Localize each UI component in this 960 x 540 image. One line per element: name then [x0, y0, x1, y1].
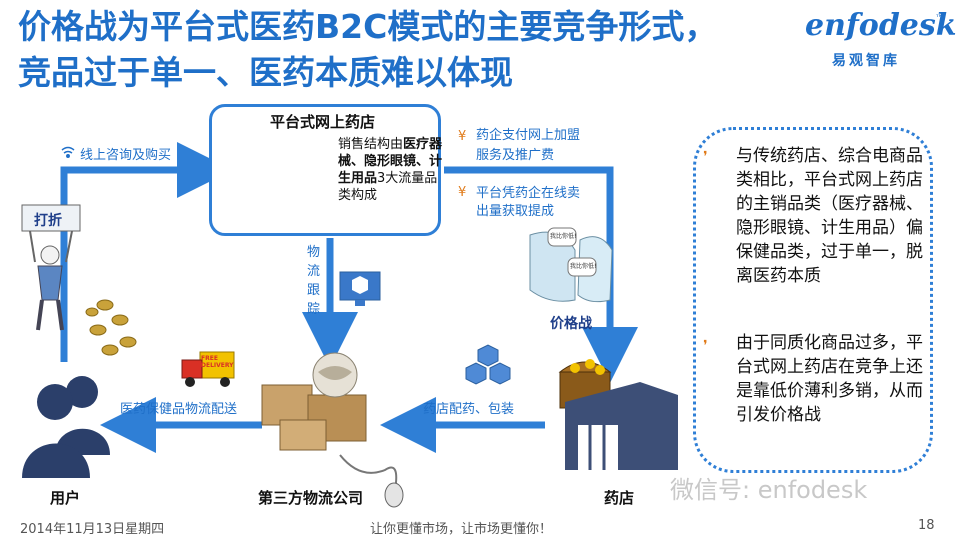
node-user: 用户: [50, 489, 81, 507]
discount-sign-text: 打折: [34, 213, 62, 229]
store-desc-post: 3大流量品类构成: [338, 171, 438, 203]
brand-trademark: ™: [935, 14, 944, 24]
discount-person-illustration: [21, 204, 81, 331]
label-pay-fee-2: 服务及推广费: [476, 148, 555, 163]
title-line-1: 价格战为平台式医药B2C模式的主要竞争形式，: [18, 7, 718, 46]
online-pharmacy-description: 销售结构由医疗器械、隐形眼镜、计生用品3大流量品类构成: [338, 136, 446, 204]
bullet-item-2: 由于同质化商品过多，平台式网上药店在竞争上还是靠低价薄利多销，从而引发价格战: [736, 333, 923, 425]
delivery-truck-icon: [181, 351, 235, 387]
online-pharmacy-box: [209, 104, 441, 236]
title-line-2: 竞品过于单一、医药本质难以体现: [18, 53, 513, 92]
brand-logo-cn: 易观智库: [832, 53, 900, 69]
online-pharmacy-title: 平台式网上药店: [270, 113, 376, 131]
bullet-mark-1: ❜: [703, 149, 708, 165]
label-platform-sell-2: 出量获取提成: [476, 204, 555, 219]
footer-date: 2014年11月13日星期四: [20, 522, 165, 537]
label-pharmacy-pack: 药店配药、包装: [423, 402, 515, 417]
package-cubes-icon: [465, 344, 511, 385]
node-logistics: 第三方物流公司: [258, 489, 364, 507]
label-pay-fee-1: 药企支付网上加盟: [476, 128, 581, 143]
label-online-consult: 线上咨询及购买: [80, 148, 172, 163]
node-pharmacy: 药店: [604, 489, 635, 507]
cartoon-bubble-2: 我比你低!: [570, 263, 597, 270]
yen-icon-2: ¥: [458, 185, 466, 200]
label-logistics-track: 物流跟踪: [307, 245, 321, 317]
truck-free-text: FREE DELIVERY: [201, 355, 234, 369]
price-war-label: 价格战: [550, 316, 592, 332]
svg-text:¥: ¥: [458, 185, 466, 200]
label-health-delivery: 医药保健品物流配送: [120, 402, 238, 417]
brand-logo: enfodesk: [805, 8, 957, 43]
store-desc-bold: 医疗器械、隐形眼镜、计生用品: [338, 137, 443, 186]
footer-page-number: 18: [918, 518, 935, 533]
cartoon-bubble-1: 我比你低!: [550, 233, 577, 240]
wechat-watermark: 微信号: enfodesk: [670, 476, 868, 504]
user-icon: [22, 376, 110, 478]
pharmacy-building-icon: [565, 382, 678, 470]
label-platform-sell-1: 平台凭药企在线卖: [476, 186, 581, 201]
logistics-boxes-illustration: [261, 352, 404, 508]
price-war-cartoon: [529, 227, 613, 303]
arrow-user-to-store: [60, 142, 233, 362]
footer-slogan: 让你更懂市场，让市场更懂你！: [370, 522, 553, 537]
truck-free-line-2: DELIVERY: [201, 362, 234, 369]
slide-title: 价格战为平台式医药B2C模式的主要竞争形式， 竞品过于单一、医药本质难以体现: [18, 4, 798, 96]
bullet-item-1: 与传统药店、综合电商品类相比，平台式网上药店的主销品类（医疗器械、隐形眼镜、计生…: [736, 146, 923, 286]
summary-panel: [693, 127, 933, 473]
bullet-mark-2: ❜: [703, 338, 708, 354]
yen-icon-1: ¥: [458, 129, 466, 144]
monitor-cube-icon: [339, 271, 381, 306]
store-desc-pre: 销售结构由: [338, 137, 404, 152]
coins-illustration: [85, 299, 137, 356]
wifi-icon: [61, 146, 75, 158]
svg-text:¥: ¥: [458, 129, 466, 144]
truck-free-line-1: FREE: [201, 355, 218, 362]
